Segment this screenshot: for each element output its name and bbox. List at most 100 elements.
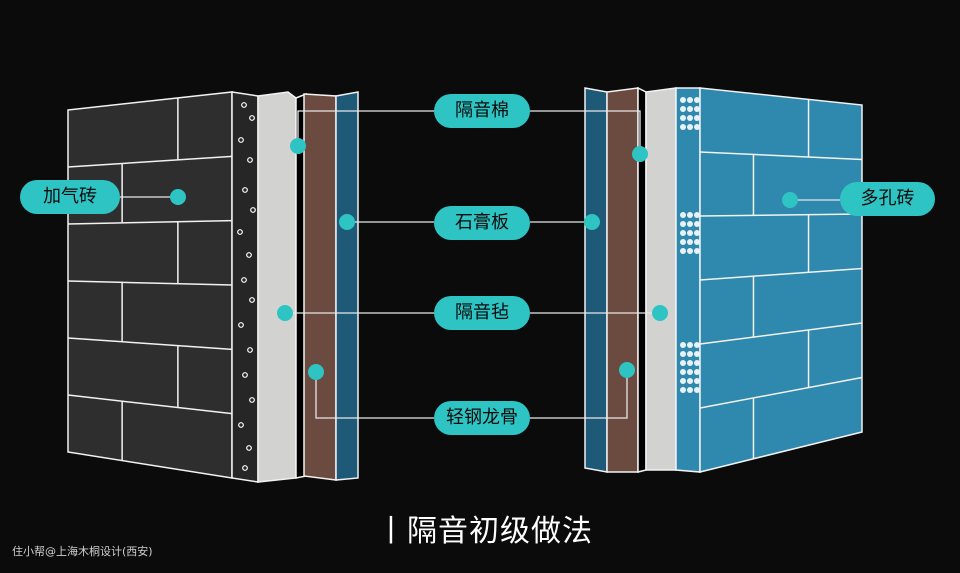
brick-hole (694, 360, 700, 366)
mortar-line (699, 322, 863, 345)
brick-hole (687, 221, 693, 227)
brick-hole (694, 115, 700, 121)
brick-hole (687, 351, 693, 357)
marker-dot (290, 138, 306, 154)
pore-dot (237, 229, 243, 235)
pore-dot (241, 277, 247, 283)
marker-dot (277, 305, 293, 321)
gypsum-board-left (257, 91, 297, 483)
pore-dot (246, 445, 252, 451)
leader-keel-right (530, 370, 628, 419)
gap-right (637, 86, 647, 473)
brick-hole (680, 239, 686, 245)
marker-dot (584, 214, 600, 230)
gypsum-board-blue-left (335, 91, 359, 481)
label-acoustic-felt: 隔音毡 (434, 296, 530, 330)
brick-hole (687, 378, 693, 384)
brick-hole (687, 387, 693, 393)
marker-dot (308, 364, 324, 380)
perforated-brick-face (699, 87, 863, 473)
acoustic-felt-left (303, 93, 337, 481)
brick-hole (687, 360, 693, 366)
pore-dot (238, 137, 244, 143)
pore-dot (246, 252, 252, 258)
mortar-line (67, 280, 233, 286)
pore-dot (249, 397, 255, 403)
brick-hole (687, 124, 693, 130)
brick-hole (694, 369, 700, 375)
brick-hole (680, 387, 686, 393)
brick-hole (680, 97, 686, 103)
mortar-line (699, 267, 863, 281)
pore-dot (242, 465, 248, 471)
pore-dot (238, 322, 244, 328)
brick-hole (680, 221, 686, 227)
mortar-line (699, 376, 863, 409)
brick-hole (687, 239, 693, 245)
marker-dot (632, 146, 648, 162)
brick-hole (694, 387, 700, 393)
brick-hole (694, 239, 700, 245)
brick-hole (680, 106, 686, 112)
brick-hole (680, 360, 686, 366)
brick-hole (680, 124, 686, 130)
brick-hole (687, 115, 693, 121)
brick-hole (680, 212, 686, 218)
label-acoustic-cotton: 隔音棉 (434, 94, 530, 128)
brick-hole (694, 221, 700, 227)
acoustic-felt-right (606, 87, 639, 473)
diagram-title: 丨隔音初级做法 (376, 514, 593, 549)
marker-dot (339, 214, 355, 230)
mortar-line (67, 337, 233, 351)
brick-hole (687, 230, 693, 236)
pore-dot (238, 422, 244, 428)
marker-dot (170, 189, 186, 205)
gypsum-board-right (645, 87, 677, 471)
brick-hole (694, 342, 700, 348)
leader-cotton-left (297, 110, 434, 146)
brick-hole (687, 97, 693, 103)
label-light-steel-keel: 轻钢龙骨 (434, 401, 530, 435)
brick-hole (694, 248, 700, 254)
pore-dot (242, 372, 248, 378)
label-perforated-brick: 多孔砖 (840, 182, 935, 216)
brick-hole (694, 106, 700, 112)
brick-hole (680, 230, 686, 236)
brick-hole (680, 351, 686, 357)
leader-cotton-right (530, 110, 641, 154)
brick-hole (680, 115, 686, 121)
brick-hole (687, 248, 693, 254)
brick-hole (680, 248, 686, 254)
mortar-line (67, 155, 233, 168)
pore-dot (250, 207, 256, 213)
pore-dot (242, 187, 248, 193)
pore-dot (249, 115, 255, 121)
brick-hole (680, 378, 686, 384)
brick-hole (694, 212, 700, 218)
mortar-line (67, 394, 233, 415)
brick-hole (694, 378, 700, 384)
marker-dot (619, 362, 635, 378)
pore-dot (241, 102, 247, 108)
mortar-line (699, 151, 863, 161)
marker-dot (782, 192, 798, 208)
brick-hole (687, 342, 693, 348)
brick-hole (694, 351, 700, 357)
brick-hole (694, 124, 700, 130)
brick-hole (687, 106, 693, 112)
marker-dot (652, 305, 668, 321)
watermark: 住小帮@上海木桐设计(西安) (12, 545, 153, 558)
pore-dot (249, 297, 255, 303)
pore-dot (247, 157, 253, 163)
brick-hole (687, 212, 693, 218)
mortar-line (67, 219, 233, 225)
perforated-brick-side (675, 87, 701, 473)
brick-hole (687, 369, 693, 375)
brick-hole (680, 369, 686, 375)
mortar-line (699, 213, 863, 217)
aerated-brick-side (231, 91, 259, 483)
leader-keel-left (315, 372, 434, 419)
pore-dot (247, 347, 253, 353)
